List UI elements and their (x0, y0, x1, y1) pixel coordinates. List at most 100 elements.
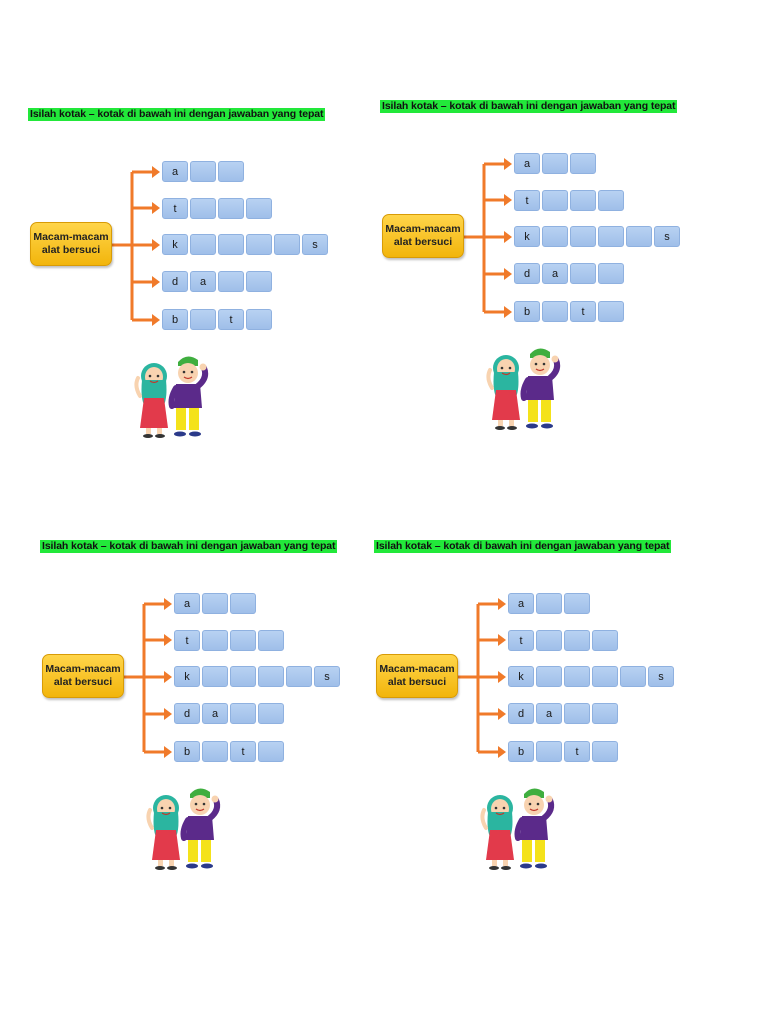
blank-answer-cell[interactable] (246, 309, 272, 330)
blank-answer-cell[interactable] (536, 666, 562, 687)
center-label-line: Macam-macam (385, 223, 461, 235)
blank-answer-cell[interactable] (190, 234, 216, 255)
blank-answer-cell[interactable] (620, 666, 646, 687)
arrow-head (164, 671, 172, 683)
blank-answer-cell[interactable] (598, 301, 624, 322)
blank-answer-cell[interactable] (542, 153, 568, 174)
blank-answer-cell[interactable] (218, 161, 244, 182)
blank-answer-cell[interactable] (592, 630, 618, 651)
blank-answer-cell[interactable] (190, 309, 216, 330)
answer-row-1: a (514, 153, 596, 175)
blank-answer-cell[interactable] (202, 593, 228, 614)
blank-answer-cell[interactable] (246, 198, 272, 219)
letter-cell: a (514, 153, 540, 174)
blank-answer-cell[interactable] (190, 198, 216, 219)
blank-answer-cell[interactable] (564, 593, 590, 614)
blank-answer-cell[interactable] (202, 741, 228, 762)
letter-cell: b (514, 301, 540, 322)
blank-answer-cell[interactable] (536, 630, 562, 651)
blank-answer-cell[interactable] (246, 271, 272, 292)
kids-illustration-wrapper (144, 778, 224, 870)
blank-answer-cell[interactable] (542, 301, 568, 322)
blank-answer-cell[interactable] (230, 593, 256, 614)
arrow-head (498, 598, 506, 610)
kids-illustration (146, 788, 221, 870)
letter-cell: s (314, 666, 340, 687)
answer-row-1: a (174, 593, 256, 615)
center-label-line: alat bersuci (53, 676, 113, 688)
blank-answer-cell[interactable] (542, 190, 568, 211)
blank-answer-cell[interactable] (202, 630, 228, 651)
worksheet-1: Isilah kotak – kotak di bawah ini dengan… (28, 108, 368, 448)
blank-answer-cell[interactable] (570, 226, 596, 247)
blank-answer-cell[interactable] (570, 153, 596, 174)
arrow-head (498, 671, 506, 683)
blank-answer-cell[interactable] (598, 190, 624, 211)
arrow-head (152, 202, 160, 214)
blank-answer-cell[interactable] (598, 226, 624, 247)
answer-row-1: a (508, 593, 590, 615)
blank-answer-cell[interactable] (230, 666, 256, 687)
letter-cell: d (514, 263, 540, 284)
blank-answer-cell[interactable] (592, 741, 618, 762)
blank-answer-cell[interactable] (274, 234, 300, 255)
center-label-line: alat bersuci (41, 244, 101, 256)
blank-answer-cell[interactable] (190, 161, 216, 182)
blank-answer-cell[interactable] (258, 666, 284, 687)
kids-illustration-wrapper (484, 338, 564, 430)
worksheet-2: Isilah kotak – kotak di bawah ini dengan… (380, 100, 720, 440)
blank-answer-cell[interactable] (592, 666, 618, 687)
blank-answer-cell[interactable] (218, 234, 244, 255)
arrow-head (164, 634, 172, 646)
worksheet-3: Isilah kotak – kotak di bawah ini dengan… (40, 540, 380, 880)
answer-row-2: t (162, 198, 272, 220)
kids-illustration (480, 788, 555, 870)
letter-cell: a (508, 593, 534, 614)
letter-cell: k (162, 234, 188, 255)
blank-answer-cell[interactable] (286, 666, 312, 687)
letter-cell: a (174, 593, 200, 614)
kids-illustration (486, 348, 561, 430)
blank-answer-cell[interactable] (202, 666, 228, 687)
answer-row-1: a (162, 161, 244, 183)
blank-answer-cell[interactable] (570, 190, 596, 211)
blank-answer-cell[interactable] (536, 593, 562, 614)
blank-answer-cell[interactable] (564, 666, 590, 687)
blank-answer-cell[interactable] (246, 234, 272, 255)
blank-answer-cell[interactable] (258, 741, 284, 762)
worksheet-4: Isilah kotak – kotak di bawah ini dengan… (374, 540, 714, 880)
letter-cell: t (508, 630, 534, 651)
blank-answer-cell[interactable] (592, 703, 618, 724)
instruction-title: Isilah kotak – kotak di bawah ini dengan… (40, 540, 338, 553)
letter-cell: d (174, 703, 200, 724)
blank-answer-cell[interactable] (536, 741, 562, 762)
blank-answer-cell[interactable] (218, 271, 244, 292)
letter-cell: b (162, 309, 188, 330)
blank-answer-cell[interactable] (258, 703, 284, 724)
blank-answer-cell[interactable] (230, 630, 256, 651)
answer-row-2: t (174, 630, 284, 652)
blank-answer-cell[interactable] (258, 630, 284, 651)
letter-cell: t (230, 741, 256, 762)
letter-cell: a (162, 161, 188, 182)
blank-answer-cell[interactable] (542, 226, 568, 247)
blank-answer-cell[interactable] (218, 198, 244, 219)
answer-row-2: t (508, 630, 618, 652)
blank-answer-cell[interactable] (230, 703, 256, 724)
blank-answer-cell[interactable] (570, 263, 596, 284)
letter-cell: b (174, 741, 200, 762)
blank-answer-cell[interactable] (564, 630, 590, 651)
answer-row-2: t (514, 190, 624, 212)
blank-answer-cell[interactable] (598, 263, 624, 284)
letter-cell: d (162, 271, 188, 292)
blank-answer-cell[interactable] (564, 703, 590, 724)
blank-answer-cell[interactable] (626, 226, 652, 247)
